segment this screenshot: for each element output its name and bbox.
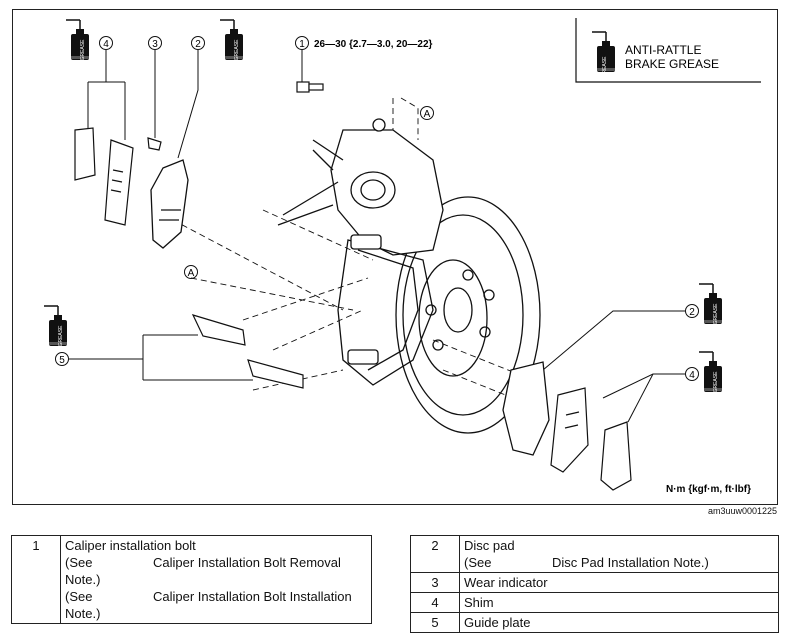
svg-text:1: 1 — [299, 39, 305, 50]
wear-indicator — [147, 137, 162, 151]
callout-5: 5 — [55, 352, 69, 366]
callout-2-top: 2 — [191, 36, 205, 50]
svg-text:2: 2 — [689, 307, 695, 318]
legend-line-1: ANTI-RATTLE — [625, 43, 701, 57]
svg-text:4: 4 — [689, 370, 695, 381]
see-label: (See — [464, 555, 492, 570]
part-description: Caliper installation bolt (See Caliper I… — [60, 535, 372, 624]
part-number: 2 — [410, 535, 460, 573]
part-name: Disc pad — [464, 538, 515, 553]
svg-text:3: 3 — [152, 39, 158, 50]
shim-top-left — [74, 127, 134, 226]
grease-icon-label: GREASE — [713, 303, 719, 325]
see-label: (See — [65, 555, 93, 570]
table-row: 2 Disc pad (See Disc Pad Installation No… — [410, 535, 779, 573]
part-name: Caliper installation bolt — [65, 538, 196, 553]
brake-exploded-view: GREASE ANTI-RATTLE BRAKE GREASE GREASE G… — [43, 18, 761, 495]
grease-icon: GREASE — [698, 351, 723, 393]
svg-text:A: A — [188, 268, 195, 279]
table-row: 4 Shim — [410, 592, 779, 613]
note-link[interactable]: Caliper Installation Bolt Installation — [153, 589, 352, 604]
table-row: 1 Caliper installation bolt (See Caliper… — [11, 535, 372, 624]
part-number: 3 — [410, 572, 460, 593]
parts-table-right: 2 Disc pad (See Disc Pad Installation No… — [410, 535, 779, 633]
svg-text:2: 2 — [195, 39, 201, 50]
grease-icon: GREASE — [43, 305, 68, 347]
grease-icon: GREASE — [65, 19, 90, 61]
part-name: Guide plate — [459, 612, 779, 633]
note-suffix: Note.) — [65, 572, 101, 587]
grease-icon-label: GREASE — [713, 371, 719, 393]
guide-plates — [191, 314, 304, 389]
note-link[interactable]: Caliper Installation Bolt Removal — [153, 555, 341, 570]
callout-2-right: 2 — [685, 304, 699, 318]
svg-text:4: 4 — [103, 39, 109, 50]
grease-icon-label: GREASE — [80, 39, 86, 61]
note-link[interactable]: Disc Pad Installation Note.) — [552, 555, 709, 570]
grease-icon-label: GREASE — [58, 325, 64, 347]
parts-table-left: 1 Caliper installation bolt (See Caliper… — [11, 535, 372, 624]
legend-frame — [575, 18, 761, 83]
callout-3: 3 — [148, 36, 162, 50]
grease-icon: GREASE — [219, 19, 244, 61]
svg-text:A: A — [424, 109, 431, 120]
see-label: (See — [65, 589, 93, 604]
callout-4-top: 4 — [99, 36, 113, 50]
shim-right — [550, 387, 632, 491]
disc-pad-right — [502, 361, 550, 456]
diagram-frame: GREASE ANTI-RATTLE BRAKE GREASE GREASE G… — [12, 9, 778, 505]
brake-rotor — [395, 196, 541, 434]
leader-lines — [69, 50, 685, 423]
disc-pad-top — [150, 159, 189, 249]
legend-grease-label: GREASE — [602, 56, 608, 78]
section-marker-a-left: A — [184, 265, 198, 279]
callout-4-right: 4 — [685, 367, 699, 381]
caliper-bolt — [296, 81, 324, 93]
legend-line-2: BRAKE GREASE — [625, 57, 719, 71]
part-name: Wear indicator — [459, 572, 779, 593]
part-number: 1 — [11, 535, 61, 624]
units-label: N·m {kgf·m, ft·lbf} — [666, 484, 751, 495]
caliper-assembly — [277, 118, 444, 386]
grease-icon: GREASE — [698, 283, 723, 325]
part-number: 5 — [410, 612, 460, 633]
table-row: 5 Guide plate — [410, 612, 779, 633]
table-row: 3 Wear indicator — [410, 572, 779, 593]
part-name: Shim — [459, 592, 779, 613]
note-suffix: Note.) — [65, 606, 101, 621]
part-number: 4 — [410, 592, 460, 613]
section-marker-a-top: A — [420, 106, 434, 120]
part-description: Disc pad (See Disc Pad Installation Note… — [459, 535, 779, 573]
image-code: am3uuw0001225 — [707, 506, 777, 516]
torque-spec: 26—30 {2.7—3.0, 20—22} — [314, 39, 433, 50]
svg-text:5: 5 — [59, 355, 65, 366]
callout-1: 1 — [295, 36, 309, 50]
grease-icon-label: GREASE — [234, 39, 240, 61]
